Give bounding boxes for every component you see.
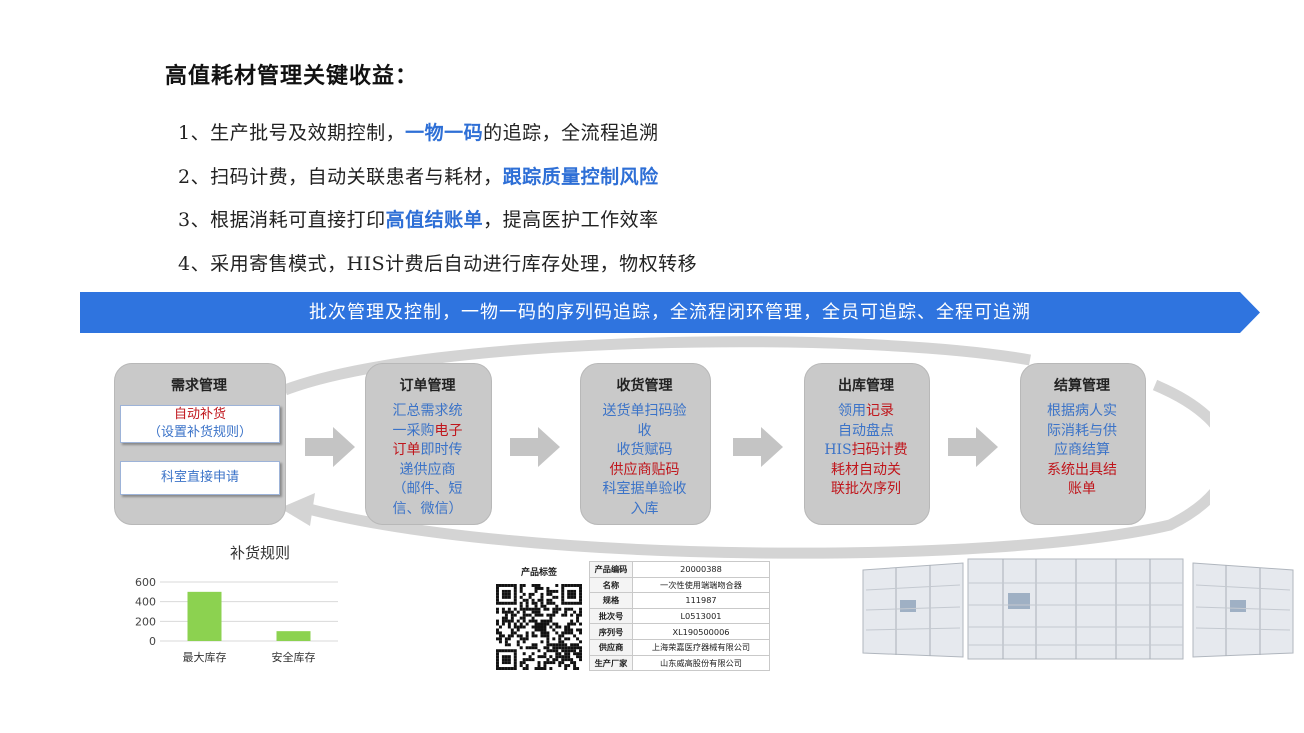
benefit-item-4: 4、采用寄售模式，HIS计费后自动进行库存处理，物权转移: [178, 253, 698, 275]
banner-arrow: [80, 292, 1260, 333]
banner-text: 批次管理及控制，一物一码的序列码追踪，全流程闭环管理，全员可追踪、全程可追溯: [309, 302, 1031, 323]
benefit-item-1: 1、生产批号及效期控制，一物一码的追踪，全流程追溯: [178, 122, 659, 144]
label-value: 一次性使用端端吻合器: [632, 576, 770, 594]
cycle-arrows: [280, 336, 1210, 559]
label-value: 20000388: [632, 561, 770, 578]
cabinet-image: [862, 558, 1294, 660]
label-value: XL190500006: [632, 623, 770, 640]
label-value: 上海荣嘉医疗器械有限公司: [632, 638, 770, 656]
page-title: 高值耗材管理关键收益：: [165, 63, 419, 89]
label-key: 供应商: [589, 638, 633, 656]
y-tick-label: 600: [135, 576, 156, 589]
label-row: 供应商上海荣嘉医疗器械有限公司: [589, 638, 770, 656]
auto-replenish-label: 自动补货: [173, 407, 226, 422]
stage-demand: [114, 363, 286, 525]
chart-title: 补货规则: [229, 544, 290, 562]
label-key: 名称: [589, 576, 633, 594]
label-key: 规格: [589, 592, 633, 609]
stage-order-title: 订单管理: [399, 378, 456, 394]
stage-settle: [1020, 363, 1146, 525]
right-arrow-icon: [305, 427, 355, 467]
label-row: 名称一次性使用端端吻合器: [589, 576, 770, 594]
right-arrow-icon: [948, 427, 998, 467]
stage-outbound-title: 出库管理: [838, 378, 894, 394]
stage-order-body: 汇总需求统 一采购电子 订单即时传 递供应商 （邮件、短 信、微信）: [392, 403, 463, 517]
label-row: 生产厂家山东威高股份有限公司: [589, 654, 770, 672]
x-tick-label: 最大库存: [183, 650, 227, 664]
replenish-chart: 600 400 200 0 最大库存 安全库存: [135, 576, 338, 664]
qr-code-icon: [496, 584, 582, 670]
replenish-rule-label: （设置补货规则）: [147, 425, 252, 440]
stage-outbound-body: 领用记录 自动盘点 HIS扫码计费 耗材自动关 联批次序列: [824, 403, 908, 497]
y-tick-label: 200: [135, 615, 156, 628]
label-key: 生产厂家: [589, 654, 633, 672]
benefit-item-3: 3、根据消耗可直接打印高值结账单，提高医护工作效率: [178, 209, 659, 231]
stage-demand-title: 需求管理: [171, 378, 227, 394]
label-value: 111987: [632, 592, 770, 609]
benefit-item-2: 2、扫码计费，自动关联患者与耗材，跟踪质量控制风险: [178, 166, 659, 188]
stage-settle-body: 根据病人实 际消耗与供 应商结算 系统出具结 账单: [1047, 403, 1117, 497]
y-tick-label: 0: [149, 635, 156, 648]
stage-order: [365, 363, 492, 525]
auto-replenish-box: 自动补货 （设置补货规则）: [120, 405, 280, 443]
label-value: L0513001: [632, 607, 770, 625]
stage-settle-title: 结算管理: [1054, 378, 1110, 394]
label-key: 产品编码: [589, 561, 633, 578]
stage-receive-body: 送货单扫码验 收 收货赋码 供应商贴码 科室据单验收 入库: [602, 403, 687, 517]
label-value: 山东威高股份有限公司: [632, 654, 770, 672]
stage-outbound: [804, 363, 930, 525]
y-tick-label: 400: [135, 596, 156, 609]
qr-title: 产品标签: [520, 568, 557, 578]
dept-apply-box: 科室直接申请: [120, 461, 280, 495]
x-tick-label: 安全库存: [272, 650, 316, 664]
right-arrow-icon: [510, 427, 560, 467]
label-key: 序列号: [589, 623, 633, 640]
right-arrow-icon: [733, 427, 783, 467]
bar: [276, 631, 311, 641]
stage-receive: [580, 363, 711, 525]
bar: [187, 591, 222, 641]
stage-receive-title: 收货管理: [616, 378, 673, 394]
label-key: 批次号: [589, 607, 633, 625]
